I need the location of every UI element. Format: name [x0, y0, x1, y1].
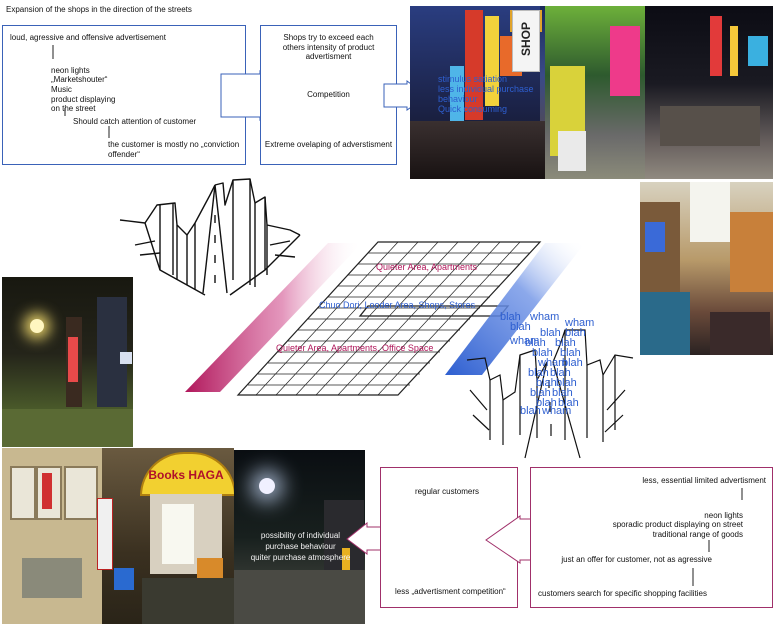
connector-line: [741, 488, 743, 500]
noise-word: blah: [536, 377, 557, 389]
search-note: customers search for specific shopping f…: [538, 589, 707, 598]
competition-box: [260, 25, 397, 165]
connector-line: [108, 126, 110, 138]
connector-line: [64, 108, 66, 116]
quiet-night-road-photo: [234, 450, 365, 624]
list-item-traditional: traditional range of goods: [652, 530, 743, 539]
noise-word: wham: [530, 311, 560, 323]
overlay-quiter-atmosphere: quiter purchase atmosphere: [250, 553, 351, 562]
quiet-night-street-photo: [2, 277, 133, 447]
map-label-bottom: Quieter Area, Apartments, Office Space: [276, 343, 434, 353]
offer-note: just an offer for customer, not as agres…: [561, 555, 712, 564]
noisy-street-sketch: [466, 329, 634, 459]
noise-word: blah: [530, 387, 551, 399]
list-item-marketshouter: „Marketshouter“: [51, 75, 108, 84]
customer-note-line2: offender“: [108, 150, 140, 159]
list-item-on-street: on the street: [51, 104, 96, 113]
map-label-top: Quieter Area, Apartments: [376, 262, 478, 272]
loud-advertisement-heading: loud, agressive and offensive advertisem…: [10, 33, 166, 42]
noise-word: blah: [500, 311, 521, 323]
list-item-neon: neon lights: [704, 511, 743, 520]
noise-word: blah: [555, 337, 576, 349]
noise-word: blah: [550, 367, 571, 379]
noise-word: blah: [525, 337, 546, 349]
connector-line: [708, 540, 710, 552]
noise-word: blah: [510, 321, 531, 333]
bookstore-sign: Books HAGA: [148, 468, 224, 482]
overlay-stimulus: stimulus satiation: [438, 74, 508, 84]
map-label-middle: Chuo Dori, Looder Area, Shops, Stores: [319, 300, 476, 310]
overlay-less-individual: less individual purchase: [438, 84, 534, 94]
noise-word: wham: [538, 357, 568, 369]
noise-word: blah: [532, 347, 553, 359]
competition-label: Competition: [307, 90, 350, 99]
noise-word: blah: [540, 327, 561, 339]
noise-word: blah: [556, 377, 577, 389]
regular-customers-label: regular customers: [415, 487, 480, 496]
limited-advertisement-heading: less, essential limited advertisment: [642, 476, 766, 485]
shop-sign: SHOP: [519, 22, 533, 57]
noise-word: blah: [552, 387, 573, 399]
list-item-music: Music: [51, 85, 72, 94]
bookstore-street-photo: Books HAGA: [2, 448, 234, 624]
competition-desc-line1: Shops try to exceed each: [283, 33, 374, 42]
busy-shopping-street-photo: SHOP: [410, 6, 773, 179]
street-map-plan: [236, 241, 542, 396]
list-item-neon: neon lights: [51, 66, 90, 75]
magenta-band-left: [185, 243, 362, 392]
noise-word: wham: [510, 335, 540, 347]
connector-line: [692, 568, 694, 586]
overlap-label: Extreme ovelaping of adverstisment: [264, 140, 393, 149]
noise-word: blah: [562, 357, 583, 369]
page-title: Expansion of the shops in the direction …: [6, 5, 192, 14]
competition-desc-line3: advertisment: [305, 52, 352, 61]
limited-advertisement-box: [530, 467, 773, 608]
connector-line: [52, 45, 54, 59]
attention-note: Should catch attention of customer: [73, 117, 197, 126]
customer-note-line1: the customer is mostly no „conviction: [108, 140, 240, 149]
less-competition-label: less „advertisment competition“: [395, 587, 506, 596]
noise-word: blah: [560, 347, 581, 359]
blue-band-right: [445, 243, 585, 375]
noise-word: blah: [565, 327, 586, 339]
noise-word: wham: [542, 405, 572, 417]
overlay-individual: possibility of individual: [260, 531, 341, 540]
noise-word: wham: [565, 317, 595, 329]
noise-word: blah: [536, 397, 557, 409]
narrow-street-sketch: [119, 178, 301, 296]
noise-word: blah: [520, 405, 541, 417]
noise-word-cloud: wham blah blah wham blah blah blah blah …: [470, 300, 620, 418]
noise-word: blah: [528, 367, 549, 379]
overlay-purchase-behaviour: purchase behaviour: [265, 542, 336, 551]
overlay-behaviour: behaviour: [438, 94, 478, 104]
overlay-quick-consuming: Quick consuming: [438, 104, 508, 114]
loud-advertisement-box: [2, 25, 246, 165]
covered-arcade-photo: [640, 182, 773, 355]
competition-desc-line2: others intensity of product: [282, 43, 375, 52]
list-item-sporadic: sporadic product displaying on street: [612, 520, 743, 529]
noise-word: blah: [558, 397, 579, 409]
list-item-product-display: product displaying: [51, 95, 116, 104]
